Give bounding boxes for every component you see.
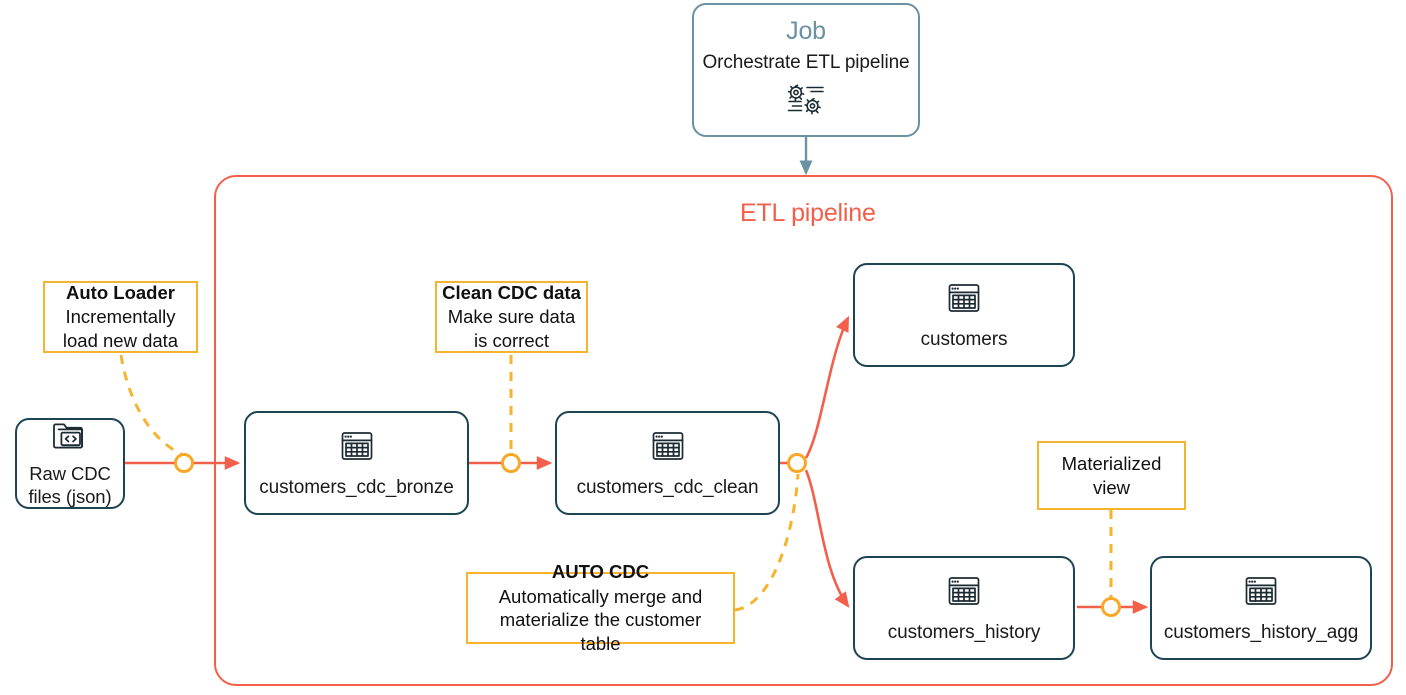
note-body: Materialized view bbox=[1061, 452, 1162, 498]
node-customers[interactable]: customers bbox=[853, 263, 1075, 367]
node-label: customers_history_agg bbox=[1163, 621, 1359, 643]
node-label: Raw CDC files (json) bbox=[28, 462, 112, 507]
node-customers-cdc-clean[interactable]: customers_cdc_clean bbox=[555, 411, 780, 515]
table-icon bbox=[1242, 572, 1280, 615]
node-customers-history-agg[interactable]: customers_history_agg bbox=[1150, 556, 1372, 660]
table-icon bbox=[338, 427, 376, 470]
etl-pipeline-label: ETL pipeline bbox=[740, 199, 876, 227]
node-customers-cdc-bronze[interactable]: customers_cdc_bronze bbox=[244, 411, 469, 515]
note-title: Auto Loader bbox=[66, 282, 175, 304]
note-title: Clean CDC data bbox=[442, 282, 581, 304]
node-label: customers bbox=[920, 328, 1008, 350]
node-raw-cdc-files[interactable]: Raw CDC files (json) bbox=[15, 418, 125, 509]
note-body: Incrementally load new data bbox=[62, 306, 179, 352]
note-title: AUTO CDC bbox=[551, 561, 650, 583]
folder-code-icon bbox=[50, 419, 90, 456]
job-title: Job bbox=[786, 17, 826, 45]
edge-dot-auto-loader bbox=[174, 453, 194, 473]
annotation-line-auto-loader bbox=[119, 354, 184, 457]
gears-icon bbox=[783, 82, 829, 121]
note-clean-cdc-data: Clean CDC data Make sure data is correct bbox=[435, 281, 588, 353]
node-label: customers_cdc_clean bbox=[576, 476, 759, 498]
table-icon bbox=[945, 279, 983, 322]
note-body: Make sure data is correct bbox=[447, 306, 576, 352]
job-box[interactable]: Job Orchestrate ETL pipeline bbox=[692, 3, 920, 137]
job-subtitle: Orchestrate ETL pipeline bbox=[702, 52, 910, 73]
node-label: customers_cdc_bronze bbox=[259, 476, 454, 498]
note-auto-loader: Auto Loader Incrementally load new data bbox=[43, 281, 198, 353]
table-icon bbox=[945, 572, 983, 615]
note-body: Automatically merge and materialize the … bbox=[498, 585, 703, 654]
note-materialized-view: Materialized view bbox=[1037, 441, 1186, 510]
note-auto-cdc: AUTO CDC Automatically merge and materia… bbox=[466, 561, 735, 654]
node-customers-history[interactable]: customers_history bbox=[853, 556, 1075, 660]
etl-pipeline-container bbox=[214, 175, 1393, 686]
node-label: customers_history bbox=[887, 621, 1041, 643]
table-icon bbox=[649, 427, 687, 470]
